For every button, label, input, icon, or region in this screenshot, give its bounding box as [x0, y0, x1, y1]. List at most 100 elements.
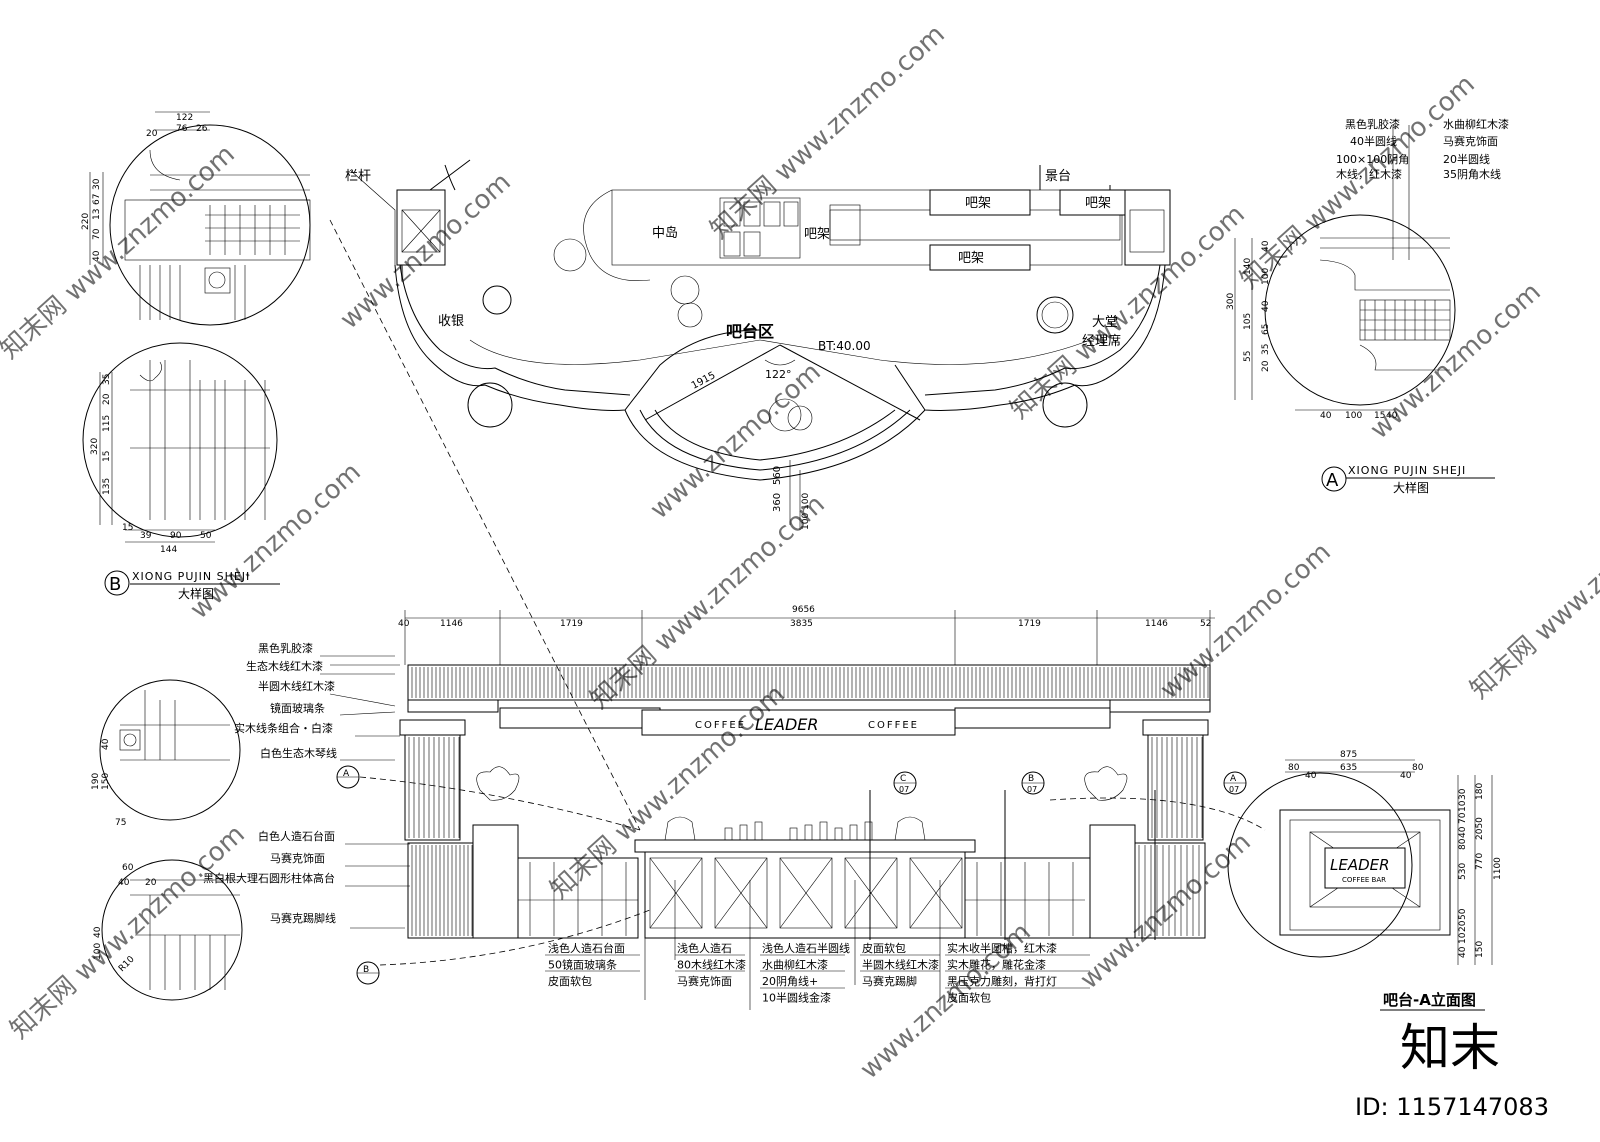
- plan-room-rack-4: 吧架: [958, 251, 984, 266]
- detail-b-v2-115: 115: [102, 415, 112, 432]
- elev-seg-0: 40: [398, 619, 410, 629]
- plan-room-cashier: 收银: [438, 314, 464, 329]
- elev-bottom-note: 80木线红木漆: [677, 958, 746, 972]
- right-dim-v: 10: [1458, 932, 1468, 944]
- detail-b-drawing: 122 20 76 26 30 67 13 70 40 220 35 20 11…: [81, 111, 311, 601]
- elev-bottom-note: 10半圆线金漆: [762, 991, 831, 1005]
- detail-a-h-15: 15: [1374, 411, 1385, 421]
- detail-a-v-65: 65: [1261, 324, 1271, 335]
- plan-room-rack-3: 吧架: [1085, 196, 1111, 211]
- detail-b-v2-20: 20: [102, 393, 112, 405]
- elev-left-detail-40: 40: [101, 738, 111, 750]
- elev-sign-script: LEADER: [755, 715, 819, 734]
- elev-left-label-0: 黑色乳胶漆: [258, 641, 313, 655]
- watermark-tile: www.znzmo.com: [1075, 827, 1257, 995]
- detail-a-drawing: 黑色乳胶漆 40半圆线 100×100阴角 木线，红木漆 水曲柳红木漆 马赛克饰…: [1226, 117, 1509, 495]
- elev-left-detail2-40b: 40: [93, 926, 103, 938]
- elev-left-label-8: 黑白根大理石圆形柱体高台: [203, 871, 335, 885]
- elev-left-detail-75: 75: [115, 818, 126, 828]
- right-dim-v: 40: [1458, 826, 1468, 838]
- right-dim-v: 2050: [1475, 817, 1485, 840]
- detail-a-right-label-1: 马赛克饰面: [1443, 134, 1498, 148]
- detail-a-designer: XIONG PUJIN SHEJI: [1348, 464, 1466, 477]
- elev-bottom-note: 水曲柳红木漆: [762, 958, 828, 972]
- elev-total-width: 9656: [792, 605, 815, 615]
- right-dim-v: 50: [1458, 908, 1468, 920]
- elev-marker-a: A: [1230, 774, 1237, 784]
- elev-left-label-1: 生态木线红木漆: [246, 659, 323, 673]
- detail-b-h-50: 50: [200, 531, 212, 541]
- watermark-tile: 知末网 www.znzmo.com: [1235, 69, 1481, 295]
- elev-bottom-note: 浅色人造石半圆线: [762, 941, 850, 955]
- right-sign-sub: COFFEE BAR: [1342, 876, 1386, 884]
- right-dim-40a: 40: [1305, 771, 1317, 781]
- detail-b-dim-26: 26: [196, 124, 208, 134]
- right-dim-40b: 40: [1400, 771, 1412, 781]
- detail-a-left-label-2: 100×100阴角: [1336, 153, 1409, 166]
- elev-left-detail2-40: 40: [118, 878, 130, 888]
- detail-b-h-90: 90: [170, 531, 182, 541]
- elev-left-detail-150: 150: [101, 773, 111, 790]
- detail-b-dim-122: 122: [176, 113, 193, 123]
- elev-left-detail2-20: 20: [145, 878, 157, 888]
- detail-a-left-label-1: 40半圆线: [1350, 134, 1397, 148]
- right-dim-v: 10: [1458, 800, 1468, 812]
- detail-a-v-140: 140: [1243, 258, 1253, 275]
- elev-marker-b: B: [1028, 774, 1034, 784]
- detail-a-v-20: 20: [1261, 360, 1271, 372]
- elev-bottom-note: 皮面软包: [862, 941, 906, 955]
- bar-plan-view: 吧台区 BT:40.00 122° 1915 栏杆 景台 中岛 吧架 吧架 吧架…: [345, 159, 1171, 530]
- plan-room-manager: 经理席: [1082, 333, 1121, 349]
- detail-a-right-label-0: 水曲柳红木漆: [1443, 117, 1509, 131]
- elev-sign-right: COFFEE: [868, 720, 919, 731]
- elev-marker-a-left: A: [343, 769, 350, 779]
- plan-angle: 122°: [765, 368, 792, 381]
- elev-seg-2: 1719: [560, 619, 583, 629]
- watermark-tile: www.znzmo.com: [1365, 277, 1547, 445]
- right-dim-v: 40: [1458, 946, 1468, 958]
- right-dim-635: 635: [1340, 763, 1357, 773]
- elev-bottom-note: 马赛克踢脚: [862, 974, 917, 988]
- detail-b-h-39: 39: [140, 531, 152, 541]
- detail-b-v2-35: 35: [102, 374, 112, 385]
- detail-a-left-label-0: 黑色乳胶漆: [1345, 117, 1400, 131]
- detail-b-v1-67: 67: [92, 194, 102, 205]
- watermark-tile: 知末网 www.znzmo.com: [1465, 479, 1600, 705]
- right-dim-v: 530: [1458, 863, 1468, 880]
- plan-dim-360: 360: [772, 493, 783, 512]
- right-dim-v: 150: [1475, 941, 1485, 958]
- right-dim-80b: 80: [1412, 763, 1424, 773]
- elev-marker-b-left: B: [363, 965, 369, 975]
- watermark-id: ID: 1157147083: [1355, 1093, 1549, 1121]
- plan-dim-560: 560: [772, 466, 783, 485]
- right-elevation-detail: LEADER COFFEE BAR 875 635 80 40 40 80 30…: [1227, 750, 1503, 1011]
- detail-b-marker: B: [109, 574, 121, 595]
- detail-a-h-40: 40: [1320, 411, 1332, 421]
- elev-left-detail-190: 190: [91, 773, 101, 790]
- plan-room-rack-1: 吧架: [804, 227, 830, 242]
- watermark-tile: www.znzmo.com: [185, 457, 367, 625]
- detail-b-dim-20: 20: [146, 129, 158, 139]
- detail-b-v2-320: 320: [90, 438, 100, 455]
- plan-elevation-mark: BT:40.00: [818, 339, 871, 353]
- watermark-tile: www.znzmo.com: [1155, 537, 1337, 705]
- detail-a-right-label-2: 20半圆线: [1443, 152, 1490, 166]
- elev-marker-b-sheet: 07: [1027, 785, 1037, 794]
- elev-bottom-note: 20阴角线+: [762, 974, 818, 988]
- detail-b-h-144: 144: [160, 545, 177, 555]
- detail-b-designer: XIONG PUJIN SHEJI: [132, 570, 250, 583]
- watermark-brand: 知末: [1400, 1019, 1500, 1077]
- right-dim-v: 30: [1458, 788, 1468, 800]
- elev-left-label-6: 白色人造石台面: [258, 829, 335, 843]
- detail-a-v-55: 55: [1243, 351, 1253, 362]
- right-dim-v: 1100: [1493, 857, 1503, 880]
- elev-bottom-note: 马赛克饰面: [677, 974, 732, 988]
- elev-bottom-note: 皮面软包: [548, 974, 592, 988]
- elev-bottom-note: 50镜面玻璃条: [548, 958, 617, 972]
- watermark-tile: 知末网 www.znzmo.com: [5, 819, 251, 1045]
- elev-bottom-note: 实木收半圆槽，红木漆: [947, 941, 1057, 955]
- detail-b-v1-30: 30: [92, 178, 102, 190]
- right-dim-v: 770: [1475, 853, 1485, 870]
- elev-bottom-note: 浅色人造石: [677, 941, 732, 955]
